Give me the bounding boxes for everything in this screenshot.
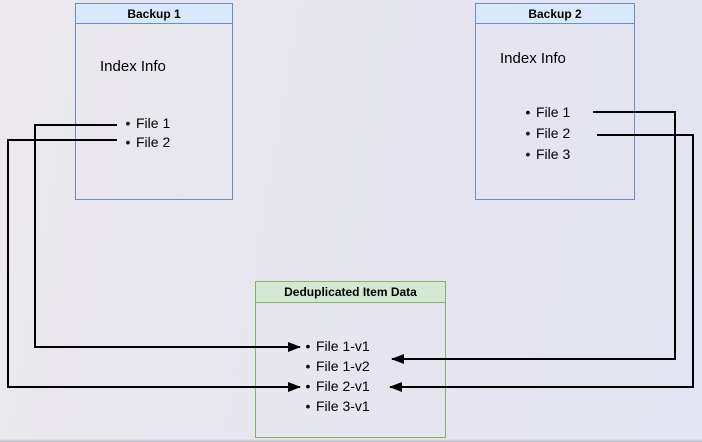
file-label: File 3 bbox=[536, 145, 571, 162]
node-dedup-title: Deduplicated Item Data bbox=[284, 285, 417, 299]
backup-1-file-list: • File 1 • File 2 bbox=[120, 113, 171, 151]
dedup-item: • File 1-v1 bbox=[300, 336, 370, 356]
file-label: File 1 bbox=[136, 114, 171, 131]
bullet-icon: • bbox=[525, 124, 531, 141]
file-label: File 2 bbox=[536, 124, 571, 141]
node-deduplicated-item-data: Deduplicated Item Data • File 1-v1 • Fil… bbox=[255, 281, 446, 438]
dedup-item: • File 3-v1 bbox=[300, 396, 370, 416]
backup-1-file-item: • File 1 bbox=[120, 113, 171, 132]
node-backup-1: Backup 1 Index Info • File 1 • File 2 bbox=[75, 3, 233, 200]
backup-2-file-item: • File 3 bbox=[520, 143, 571, 164]
backup-2-index-info-label: Index Info bbox=[500, 50, 566, 67]
bullet-icon: • bbox=[125, 114, 131, 131]
backup-2-file-list: • File 1 • File 2 • File 3 bbox=[520, 101, 571, 164]
dedup-item: • File 1-v2 bbox=[300, 356, 370, 376]
dedup-item: • File 2-v1 bbox=[300, 376, 370, 396]
node-backup-2: Backup 2 Index Info • File 1 • File 2 • … bbox=[475, 3, 635, 200]
bullet-icon: • bbox=[125, 133, 131, 150]
dedup-item-list: • File 1-v1 • File 1-v2 • File 2-v1 • Fi… bbox=[300, 336, 370, 416]
window-bottom-edge bbox=[0, 439, 702, 442]
backup-1-index-info-label: Index Info bbox=[100, 58, 166, 75]
bullet-icon: • bbox=[525, 145, 531, 162]
node-backup-2-header: Backup 2 bbox=[476, 4, 634, 24]
file-label: File 1 bbox=[536, 103, 571, 120]
bullet-icon: • bbox=[305, 398, 311, 414]
bullet-icon: • bbox=[525, 103, 531, 120]
node-backup-1-header: Backup 1 bbox=[76, 4, 232, 24]
node-backup-2-title: Backup 2 bbox=[528, 6, 582, 21]
file-label: File 2 bbox=[136, 133, 171, 150]
file-label: File 3-v1 bbox=[316, 398, 370, 414]
file-label: File 2-v1 bbox=[316, 378, 370, 394]
bullet-icon: • bbox=[305, 338, 311, 354]
backup-2-file-item: • File 2 bbox=[520, 122, 571, 143]
bullet-icon: • bbox=[305, 378, 311, 394]
bullet-icon: • bbox=[305, 358, 311, 374]
file-label: File 1-v1 bbox=[316, 338, 370, 354]
file-label: File 1-v2 bbox=[316, 358, 370, 374]
backup-1-file-item: • File 2 bbox=[120, 132, 171, 151]
backup-2-file-item: • File 1 bbox=[520, 101, 571, 122]
node-backup-1-title: Backup 1 bbox=[127, 6, 181, 21]
node-dedup-header: Deduplicated Item Data bbox=[256, 282, 445, 303]
